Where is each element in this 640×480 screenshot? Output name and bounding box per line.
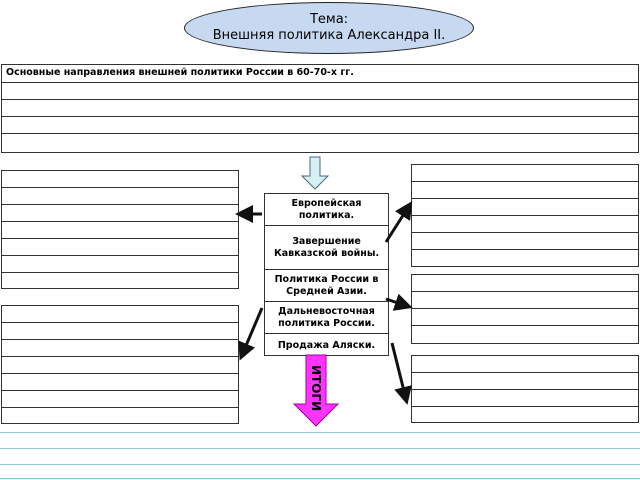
notes-row [412,216,638,233]
notes-row [412,373,638,390]
arrow-far-east [238,307,264,361]
down-arrow-icon [300,156,330,190]
topic-label: Тема: [309,12,349,27]
answer-line [0,464,640,465]
right-notes-box-3 [411,355,639,423]
notes-row [412,165,638,182]
notes-row [2,222,238,239]
topic-oval: Тема: Внешняя политика Александра II. [184,2,474,54]
results-label: ИТОГИ [309,364,323,412]
policy-item-far-east: Дальневосточная политика России. [265,302,388,334]
answer-line [0,448,640,449]
notes-row [412,292,638,309]
topic-title: Внешняя политика Александра II. [212,28,446,43]
notes-row [2,323,238,340]
answer-line [0,478,640,479]
notes-row [2,188,238,205]
notes-row [412,309,638,326]
notes-row [2,171,238,188]
right-notes-box-2 [411,274,639,344]
notes-row [2,256,238,273]
policy-item-europe: Европейская политика. [265,194,388,226]
right-notes-box-1 [411,164,639,267]
directions-table: Основные направления внешней политики Ро… [1,64,639,153]
notes-row [412,356,638,373]
arrow-central-asia [385,293,413,311]
notes-row [2,239,238,256]
directions-table-header: Основные направления внешней политики Ро… [2,65,638,83]
policy-item-central-asia: Политика России в Средней Азии. [265,270,388,302]
results-arrow-icon [292,354,340,427]
policy-item-alaska: Продажа Аляски. [277,339,376,351]
notes-row [2,205,238,222]
notes-row [2,374,238,391]
policy-item-caucasus: Завершение Кавказской войны. [265,226,388,270]
notes-row [2,391,238,408]
left-notes-box-1 [1,170,239,289]
notes-row [2,340,238,357]
notes-row [2,357,238,374]
left-notes-box-2 [1,305,239,424]
notes-row [2,306,238,323]
notes-row [412,199,638,216]
notes-row [412,390,638,407]
directions-table-row [2,100,638,117]
notes-row [412,275,638,292]
arrow-alaska [390,342,412,405]
directions-table-row [2,117,638,134]
answer-line [0,432,640,433]
notes-row [412,182,638,199]
notes-row [412,233,638,250]
arrow-caucasus [384,200,413,243]
directions-table-row [2,83,638,100]
